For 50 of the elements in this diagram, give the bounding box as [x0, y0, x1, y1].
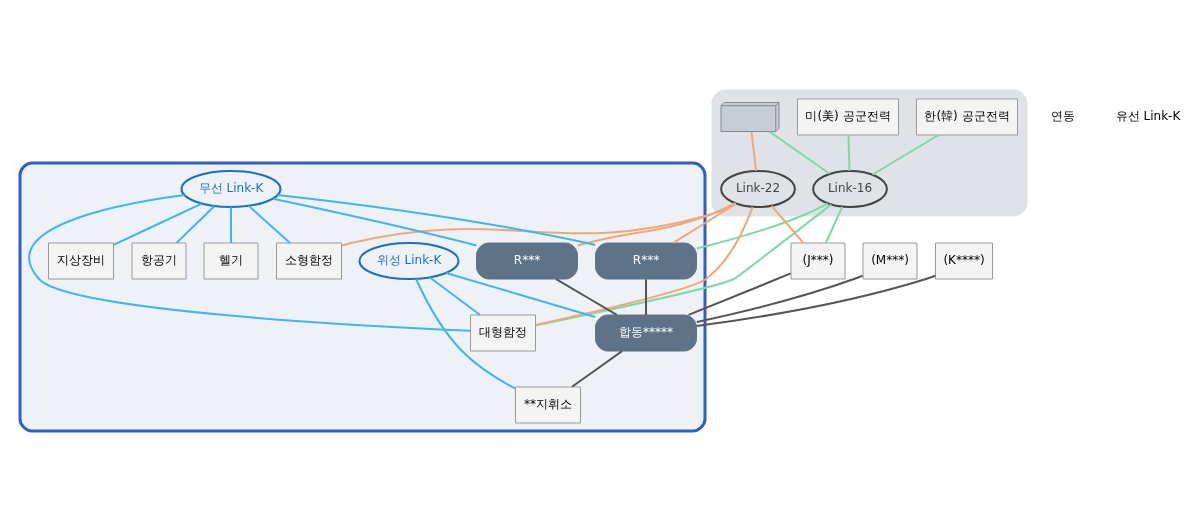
node-ellipse: Link-16 — [812, 170, 888, 208]
connector — [871, 134, 940, 176]
node-box: **지휘소 — [515, 386, 581, 424]
connector — [28, 194, 472, 332]
node-box: 소형함정 — [276, 242, 342, 280]
node-box: 한(韓) 공군전력 — [916, 98, 1018, 136]
node-ellipse: 위성 Link-K — [358, 242, 460, 280]
connector — [695, 274, 937, 328]
label: 연동 — [1051, 109, 1075, 124]
node-box: 항공기 — [131, 242, 187, 280]
cluster — [18, 161, 707, 433]
node-ellipse: Link-22 — [720, 170, 796, 208]
connector — [271, 197, 478, 247]
label: 유선 Link-K — [1115, 109, 1181, 124]
connector — [687, 272, 792, 316]
connector — [230, 206, 232, 244]
connector — [571, 350, 624, 388]
connector — [750, 130, 758, 172]
node-box: R*** — [595, 242, 697, 280]
connector — [534, 206, 754, 326]
node-box: (M***) — [862, 242, 918, 280]
node-box: R*** — [476, 242, 578, 280]
connector — [672, 202, 738, 244]
node-box: 합동***** — [595, 314, 697, 352]
connector — [340, 202, 737, 247]
connector — [555, 278, 618, 316]
connector — [534, 203, 833, 327]
connector — [112, 202, 203, 246]
connector — [276, 193, 597, 246]
node-box: 지상장비 — [48, 242, 114, 280]
node-box: (K****) — [935, 242, 993, 280]
connector — [695, 202, 829, 250]
cluster — [711, 89, 1028, 217]
connector — [415, 278, 517, 390]
connector — [445, 271, 597, 318]
connector — [695, 274, 864, 323]
node-box: 헬기 — [203, 242, 259, 280]
connector — [770, 204, 805, 244]
connector — [247, 204, 291, 244]
connector — [768, 130, 831, 175]
connector — [824, 205, 844, 244]
node-box: (J***) — [790, 242, 846, 280]
connector — [428, 276, 481, 316]
node-box: 대형함정 — [470, 314, 536, 352]
connector — [645, 278, 647, 316]
connector — [175, 205, 216, 244]
node-ellipse: 무선 Link-K — [180, 170, 282, 208]
connector — [847, 134, 851, 172]
connector — [576, 202, 737, 247]
node-box: 미(美) 공군전력 — [797, 98, 899, 136]
